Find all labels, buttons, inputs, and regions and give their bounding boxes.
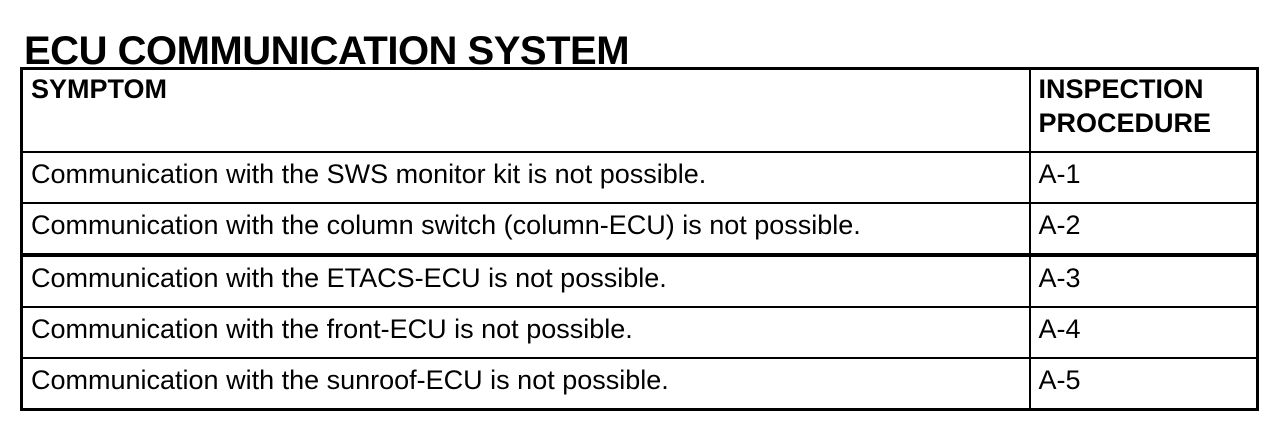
table-row: Communication with the front-ECU is not … [20,306,1259,359]
symptom-cell: Communication with the sunroof-ECU is no… [20,357,1031,411]
table-row: Communication with the ETACS-ECU is not … [20,253,1259,308]
symptom-table: SYMPTOM INSPECTION PROCEDURE Communicati… [20,67,1259,411]
symptom-cell: Communication with the column switch (co… [20,202,1031,256]
symptom-cell: Communication with the ETACS-ECU is not … [20,253,1031,308]
procedure-cell: A-1 [1028,151,1259,204]
symptom-cell: Communication with the front-ECU is not … [20,306,1031,359]
page-title: ECU COMMUNICATION SYSTEM [24,28,630,73]
symptom-cell: Communication with the SWS monitor kit i… [20,151,1031,204]
column-header-inspection-procedure: INSPECTION PROCEDURE [1028,67,1259,153]
procedure-cell: A-5 [1028,357,1259,411]
procedure-cell: A-2 [1028,202,1259,256]
table-header-row: SYMPTOM INSPECTION PROCEDURE [20,67,1259,153]
table-row: Communication with the sunroof-ECU is no… [20,357,1259,411]
procedure-cell: A-3 [1028,253,1259,308]
procedure-cell: A-4 [1028,306,1259,359]
table-row: Communication with the SWS monitor kit i… [20,151,1259,204]
table-row: Communication with the column switch (co… [20,202,1259,256]
column-header-symptom: SYMPTOM [20,67,1031,153]
